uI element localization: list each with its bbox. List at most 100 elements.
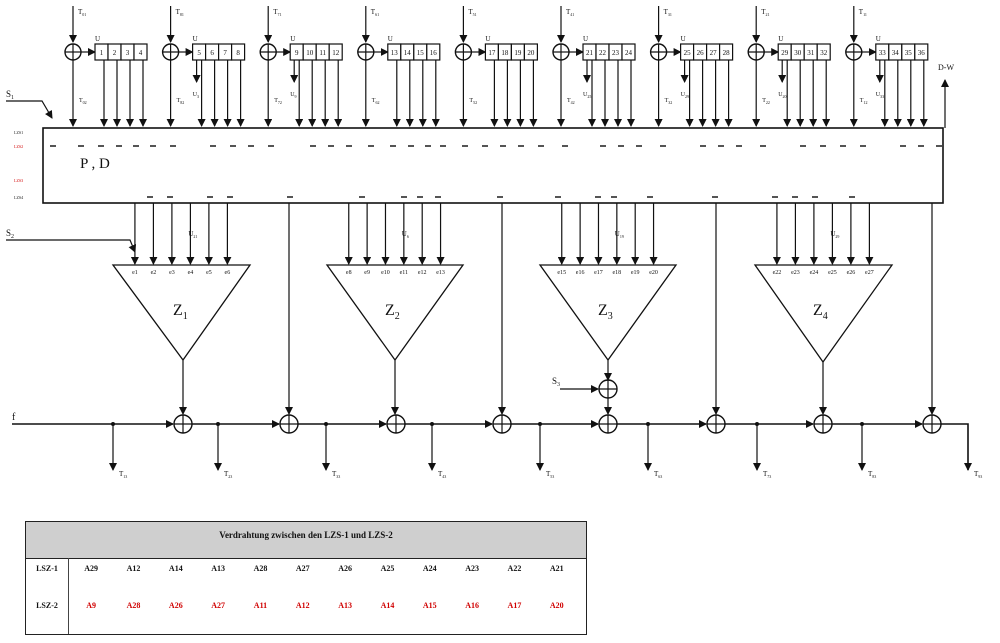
z-input-label: e17 <box>594 270 603 276</box>
register-t-label: T42 <box>567 98 575 105</box>
table-cell: A28 <box>253 564 268 573</box>
register-xor-8 <box>747 43 765 61</box>
z-input-label: e24 <box>810 270 819 276</box>
z-input-label: e23 <box>791 270 800 276</box>
register-t-label: T12 <box>860 98 868 105</box>
register-u-out-label: U33 <box>876 92 884 99</box>
register-u-label: U <box>876 35 881 43</box>
register-xor-1 <box>64 43 82 61</box>
table-cell: A13 <box>338 601 353 610</box>
pin-mark <box>50 145 56 147</box>
lzs-label-2: LZS2 <box>14 144 23 149</box>
register-cell: 18 <box>501 49 509 57</box>
pin-mark <box>849 196 855 198</box>
z-u-label: U29 <box>830 230 839 239</box>
register-xor-5 <box>454 43 473 61</box>
pd-block <box>42 127 944 204</box>
register-u-out-label: U9 <box>290 92 296 99</box>
pin-mark <box>618 145 624 147</box>
pin-mark <box>248 145 254 147</box>
pin-mark <box>440 145 446 147</box>
register-u-label: U <box>193 35 198 43</box>
register-cell: 5 <box>197 49 201 57</box>
output-label: T13 <box>119 470 127 479</box>
table-cell: A11 <box>253 601 268 610</box>
register-cell: 11 <box>319 49 326 57</box>
register-cell: 32 <box>820 49 828 57</box>
pin-mark <box>170 145 176 147</box>
pin-mark <box>78 145 84 147</box>
z-input-label: e20 <box>649 270 658 276</box>
register-cell: 36 <box>918 49 926 57</box>
register-cell: 10 <box>306 49 314 57</box>
register-u-label: U <box>485 35 490 43</box>
pin-mark <box>820 145 826 147</box>
z-input-label: e2 <box>151 270 157 276</box>
pin-mark <box>268 145 274 147</box>
pin-mark <box>133 145 139 147</box>
pin-mark <box>860 145 866 147</box>
table-cell: A15 <box>422 601 437 610</box>
z-u-label: U6 <box>402 230 409 239</box>
z-input-label: e22 <box>773 270 782 276</box>
pin-mark <box>518 145 524 147</box>
table-cell: A23 <box>465 564 479 573</box>
register-xor-7 <box>649 43 668 61</box>
z-input-label: e5 <box>206 270 212 276</box>
pin-mark <box>207 196 213 198</box>
register-u-label: U <box>95 35 100 43</box>
s3-label: S3 <box>552 376 560 388</box>
register-top-label: T11 <box>859 8 867 17</box>
z-input-label: e16 <box>576 270 585 276</box>
pin-mark <box>660 145 666 147</box>
register-top-label: T51 <box>468 8 476 17</box>
table-cell: A14 <box>168 564 183 573</box>
pin-mark <box>595 196 601 198</box>
pin-mark <box>497 196 503 198</box>
table-cell: A13 <box>211 564 226 573</box>
register-cell: 13 <box>391 49 399 57</box>
table-cell: A27 <box>295 564 310 573</box>
register-cell: 8 <box>236 49 240 57</box>
lzs-label-4: LZS4 <box>14 195 23 200</box>
register-cell: 34 <box>892 49 900 57</box>
table-cell: A21 <box>549 564 564 573</box>
pin-mark <box>210 145 216 147</box>
register-t-label: T02 <box>79 98 87 105</box>
pin-mark <box>462 145 468 147</box>
z-input-label: e3 <box>169 270 175 276</box>
pin-mark <box>600 145 606 147</box>
pin-mark <box>116 145 122 147</box>
register-t-label: T82 <box>177 98 185 105</box>
register-cell: 7 <box>223 49 227 57</box>
z-u-label: U21 <box>188 230 197 239</box>
pin-mark <box>718 145 724 147</box>
z-input-label: e27 <box>865 270 874 276</box>
z-input-label: e25 <box>828 270 837 276</box>
z-input-label: e19 <box>631 270 640 276</box>
register-u-label: U <box>583 35 588 43</box>
z-input-label: e11 <box>400 270 408 276</box>
pin-mark <box>230 145 236 147</box>
dw-label: D-W <box>938 63 954 72</box>
register-cell: 3 <box>126 49 130 57</box>
register-t-label: T52 <box>469 98 477 105</box>
register-cell: 17 <box>488 49 496 57</box>
register-t-label: T22 <box>762 98 770 105</box>
register-cell: 26 <box>697 49 705 57</box>
table-cell: A28 <box>126 601 141 610</box>
register-top-label: T31 <box>664 8 672 17</box>
register-cell: 12 <box>332 49 340 57</box>
table-cell: A25 <box>380 564 395 573</box>
register-u-label: U <box>290 35 295 43</box>
table-cell: A20 <box>549 601 564 610</box>
register-cell: 31 <box>807 49 815 57</box>
pin-mark <box>390 145 396 147</box>
